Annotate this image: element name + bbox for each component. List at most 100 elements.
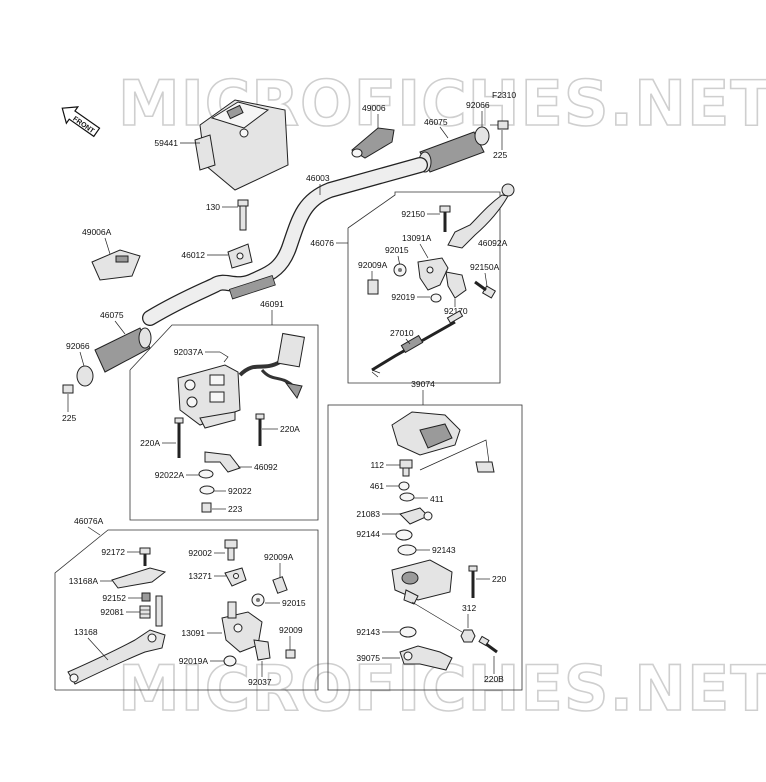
rod-part — [155, 595, 163, 627]
label-92143-top: 92143 — [432, 545, 456, 555]
label-92066-left: 92066 — [66, 341, 90, 351]
plate-21083 — [399, 507, 433, 525]
bolt-225-top — [490, 120, 509, 130]
washer-411 — [399, 492, 415, 502]
wire-harness-connector — [238, 332, 306, 400]
washer-461 — [398, 481, 410, 491]
grip-cap-49006 — [351, 127, 395, 159]
label-21083: 21083 — [356, 509, 380, 519]
grip-end-92066-top — [474, 126, 490, 146]
spring-92143-bottom — [399, 626, 417, 638]
label-92022a: 92022A — [155, 470, 185, 480]
washer-92015-top — [393, 263, 407, 277]
label-220b: 220B — [484, 674, 504, 684]
label-92015-top: 92015 — [385, 245, 409, 255]
ring-92144 — [395, 529, 413, 541]
screw-92172 — [139, 547, 151, 566]
label-39075: 39075 — [356, 653, 380, 663]
label-92172: 92172 — [101, 547, 125, 557]
label-220: 220 — [492, 574, 506, 584]
label-112: 112 — [370, 460, 384, 470]
bolt-112 — [399, 459, 413, 477]
label-92019: 92019 — [391, 292, 415, 302]
screw-92009a-bottom — [272, 576, 288, 594]
lever-bracket-13091 — [221, 601, 263, 653]
plate-13271 — [224, 567, 247, 587]
lever-46092 — [204, 451, 241, 473]
cable-27010 — [371, 310, 464, 378]
clamp-46012 — [227, 243, 253, 269]
label-13271: 13271 — [188, 571, 212, 581]
label-92037a: 92037A — [174, 347, 204, 357]
label-46076: 46076 — [310, 238, 334, 248]
lever-bracket-13091a — [417, 257, 449, 291]
washer-92015-bottom — [251, 593, 265, 607]
label-92022: 92022 — [228, 486, 252, 496]
label-46091: 46091 — [260, 299, 284, 309]
label-92015-bottom: 92015 — [282, 598, 306, 608]
screw-220a-left — [174, 417, 184, 458]
bolt-92002 — [224, 539, 238, 561]
nut-92019a — [223, 655, 237, 667]
label-411: 411 — [430, 494, 444, 504]
throttle-lever-39075 — [399, 645, 453, 671]
bracket-92170 — [445, 271, 467, 299]
label-46075-top: 46075 — [424, 117, 448, 127]
label-225-top: 225 — [493, 150, 507, 160]
screw-92009 — [285, 649, 296, 659]
grip-end-92066-left — [76, 365, 94, 387]
bolt-92150a — [474, 280, 497, 299]
nut-312 — [460, 629, 476, 643]
bolt-92150 — [439, 205, 451, 232]
clutch-lever-13168 — [67, 629, 166, 685]
label-92037: 92037 — [248, 677, 272, 687]
spring-92143-top — [397, 544, 417, 556]
brake-lever-46092a — [447, 183, 515, 249]
label-461: 461 — [370, 481, 384, 491]
label-13168: 13168 — [74, 627, 98, 637]
diagram-code: F2310 — [492, 90, 516, 100]
label-220a-right: 220A — [280, 424, 300, 434]
label-13091: 13091 — [181, 628, 205, 638]
label-312: 312 — [462, 603, 476, 613]
throttle-case — [391, 559, 453, 605]
switch-housing-59441 — [194, 99, 289, 191]
handlebar-46003 — [142, 157, 428, 326]
front-arrow-icon: FRONT — [61, 106, 101, 138]
screw-220b — [478, 635, 498, 654]
washer-92022 — [199, 485, 215, 495]
label-59441: 59441 — [154, 138, 178, 148]
label-92144: 92144 — [356, 529, 380, 539]
screw-220 — [468, 565, 478, 598]
screw-220a-right — [255, 413, 265, 446]
washer-92022a — [198, 469, 214, 479]
bolt-130 — [237, 199, 249, 231]
label-49006a: 49006A — [82, 227, 112, 237]
label-49006: 49006 — [362, 103, 386, 113]
label-13091a: 13091A — [402, 233, 432, 243]
switch-assembly-46091 — [177, 364, 241, 429]
label-130: 130 — [206, 202, 220, 212]
label-46092: 46092 — [254, 462, 278, 472]
label-92002: 92002 — [188, 548, 212, 558]
label-92170: 92170 — [444, 306, 468, 316]
spring-92081 — [139, 605, 151, 619]
label-92066-top: 92066 — [466, 100, 490, 110]
label-13168a: 13168A — [69, 576, 99, 586]
connector-92037a — [219, 351, 229, 363]
label-92150a: 92150A — [470, 262, 500, 272]
nut-92019 — [430, 293, 442, 303]
throttle-cover-39074 — [391, 411, 461, 456]
label-220a-left: 220A — [140, 438, 160, 448]
switch-92037 — [253, 639, 271, 661]
label-223: 223 — [228, 504, 242, 514]
grip-left-46075 — [94, 327, 152, 373]
label-225-left: 225 — [62, 413, 76, 423]
label-92009a-bottom: 92009A — [264, 552, 294, 562]
bolt-225-left — [62, 384, 74, 394]
screw-92009a-top — [367, 279, 379, 295]
label-92009: 92009 — [279, 625, 303, 635]
label-46012: 46012 — [181, 250, 205, 260]
label-92150: 92150 — [401, 209, 425, 219]
